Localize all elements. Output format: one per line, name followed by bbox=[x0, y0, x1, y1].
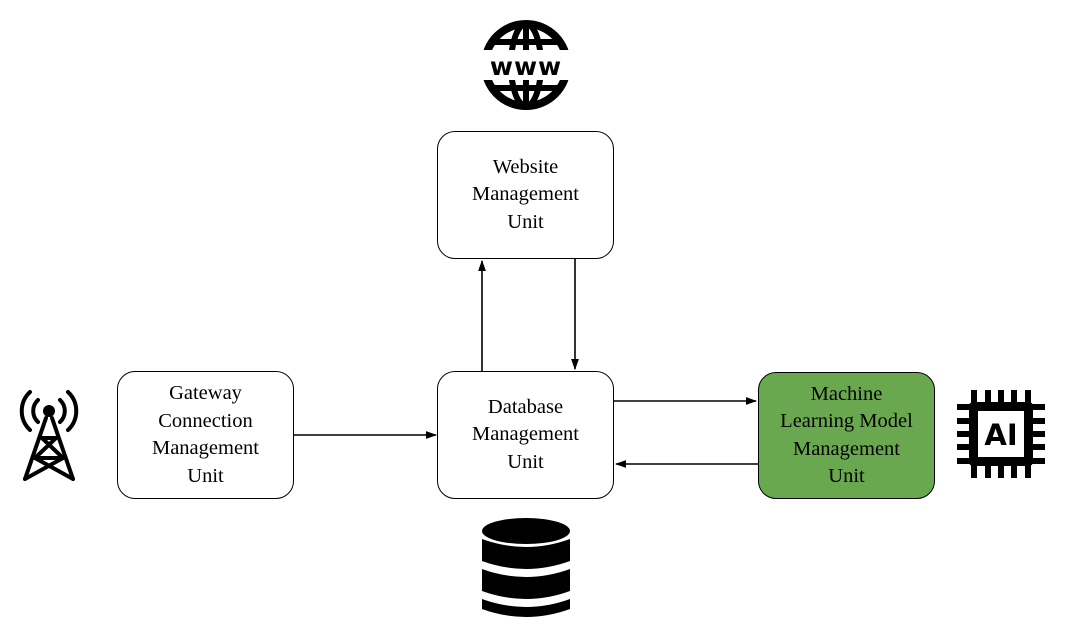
ai-chip-icon: AI bbox=[957, 390, 1045, 478]
www-globe-icon: www bbox=[478, 20, 574, 110]
gateway-connection-management-unit: Gateway Connection Management Unit bbox=[117, 371, 294, 499]
radio-tower-icon bbox=[19, 390, 79, 481]
website-management-unit: Website Management Unit bbox=[437, 131, 614, 259]
www-text: www bbox=[490, 52, 562, 81]
machine-learning-model-management-unit: Machine Learning Model Management Unit bbox=[758, 372, 935, 499]
database-icon bbox=[482, 518, 570, 617]
database-management-unit-label: Database Management Unit bbox=[471, 395, 579, 473]
website-management-unit-label: Website Management Unit bbox=[471, 155, 579, 233]
ai-text: AI bbox=[984, 418, 1017, 452]
database-management-unit: Database Management Unit bbox=[437, 371, 614, 499]
machine-learning-model-management-unit-label: Machine Learning Model Management Unit bbox=[780, 382, 913, 488]
gateway-connection-management-unit-label: Gateway Connection Management Unit bbox=[151, 382, 259, 487]
